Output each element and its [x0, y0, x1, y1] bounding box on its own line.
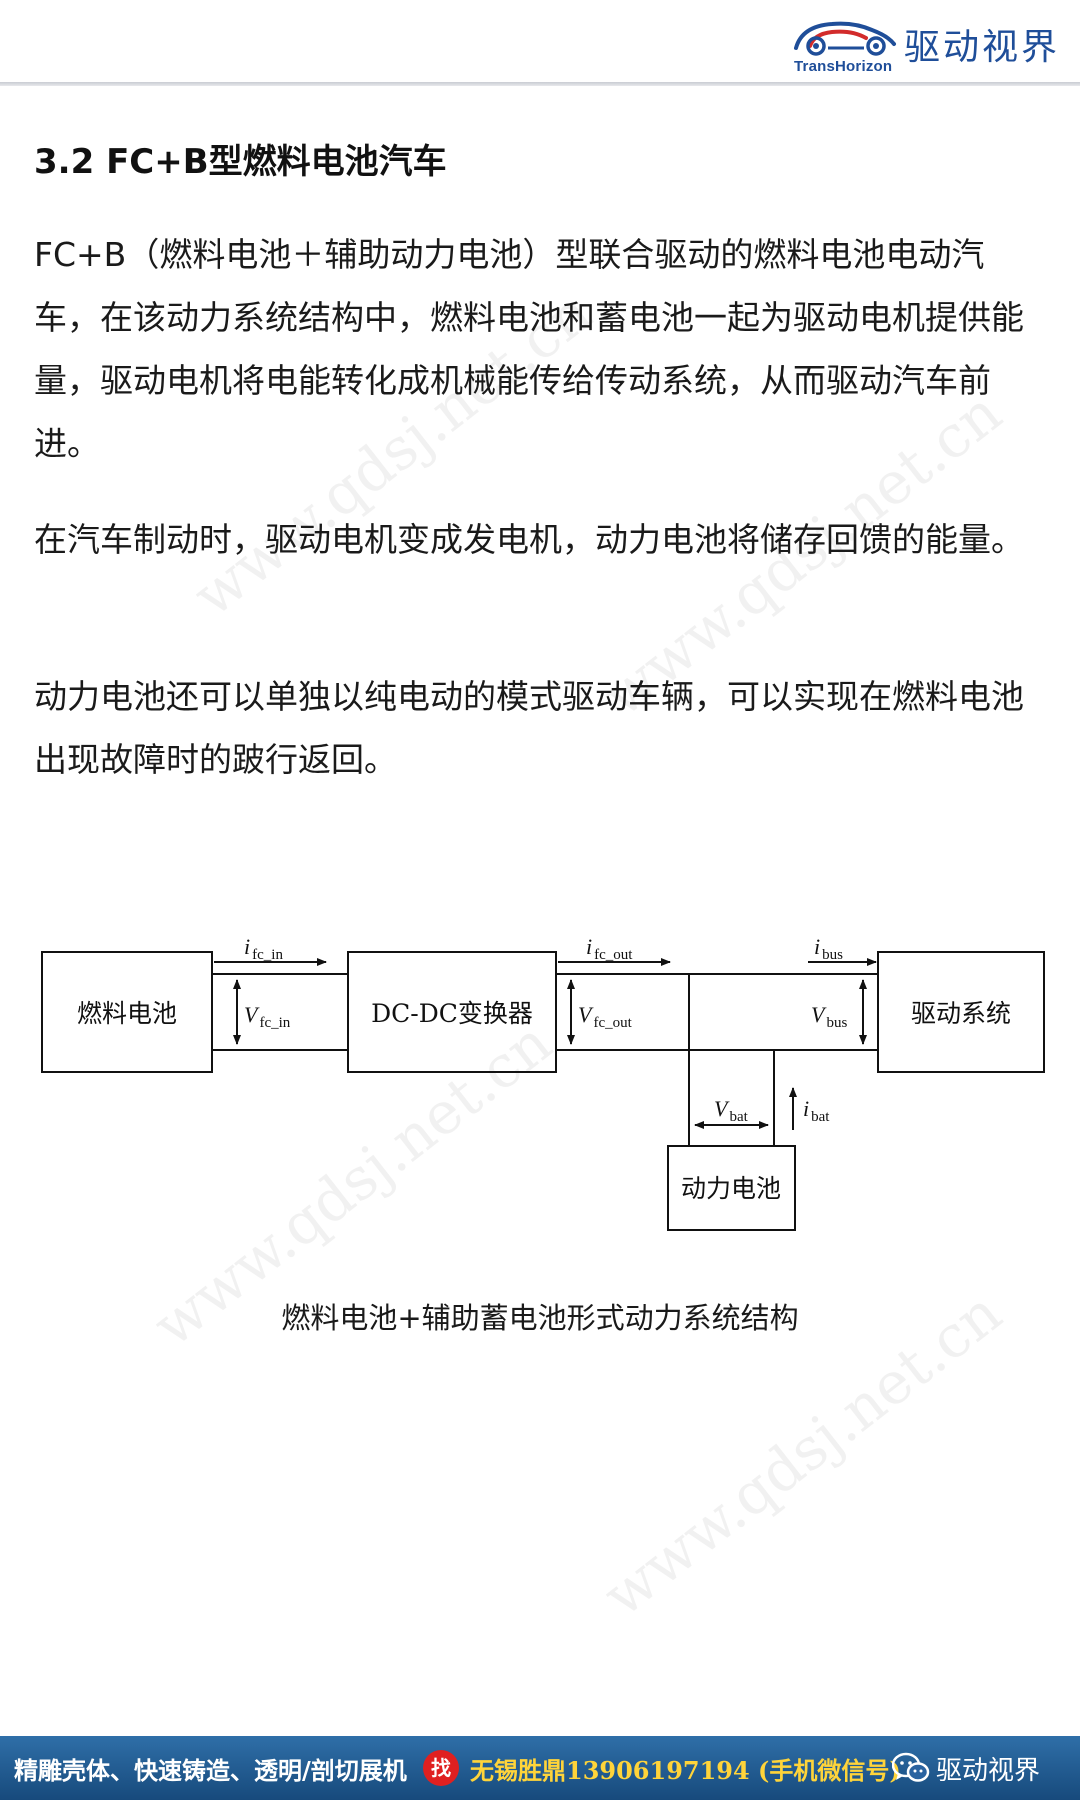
ad-banner[interactable]: 精雕壳体、快速铸造、透明/剖切展机 找 无锡胜鼎13906197194 (手机微… — [0, 1736, 1080, 1800]
paragraph-3: 动力电池还可以单独以纯电动的模式驱动车辆，可以实现在燃料电池出现故障时的跛行返回… — [34, 677, 1024, 779]
banner-brand-name: 驱动视界 — [936, 1756, 1041, 1786]
logo-name: 驱动视界 — [904, 27, 1061, 68]
logo-subtitle: TransHorizon — [794, 58, 893, 75]
battery-label: 动力电池 — [681, 1174, 781, 1203]
wechat-icon — [892, 1752, 930, 1782]
paragraph-1: FC+B（燃料电池＋辅助动力电池）型联合驱动的燃料电池电动汽车，在该动力系统结构… — [34, 235, 1024, 463]
car-swirl-logo-icon — [794, 21, 896, 56]
banner-find-badge: 找 — [423, 1750, 459, 1786]
section-title: 3.2 FC+B型燃料电池汽车 — [34, 142, 447, 182]
fuel-cell-label: 燃料电池 — [77, 999, 177, 1028]
drive-system-block — [877, 951, 1045, 1073]
drive-system-label: 驱动系统 — [911, 999, 1011, 1028]
battery-block — [667, 1145, 796, 1231]
dcdc-converter-block — [347, 951, 557, 1073]
paragraph-2: 在汽车制动时，驱动电机变成发电机，动力电池将储存回馈的能量。 — [34, 520, 1024, 559]
banner-services-text: 精雕壳体、快速铸造、透明/剖切展机 — [14, 1756, 407, 1785]
page-header: TransHorizon 驱动视界 — [0, 0, 1080, 86]
fuel-cell-block — [41, 951, 213, 1073]
banner-contact-text: 无锡胜鼎13906197194 (手机微信号) — [470, 1756, 901, 1785]
diagram-caption: 燃料电池+辅助蓄电池形式动力系统结构 — [281, 1301, 799, 1335]
header-divider — [0, 82, 1080, 86]
brand-logo[interactable]: TransHorizon 驱动视界 — [792, 14, 1057, 76]
dcdc-label: DC-DC变换器 — [371, 999, 533, 1028]
